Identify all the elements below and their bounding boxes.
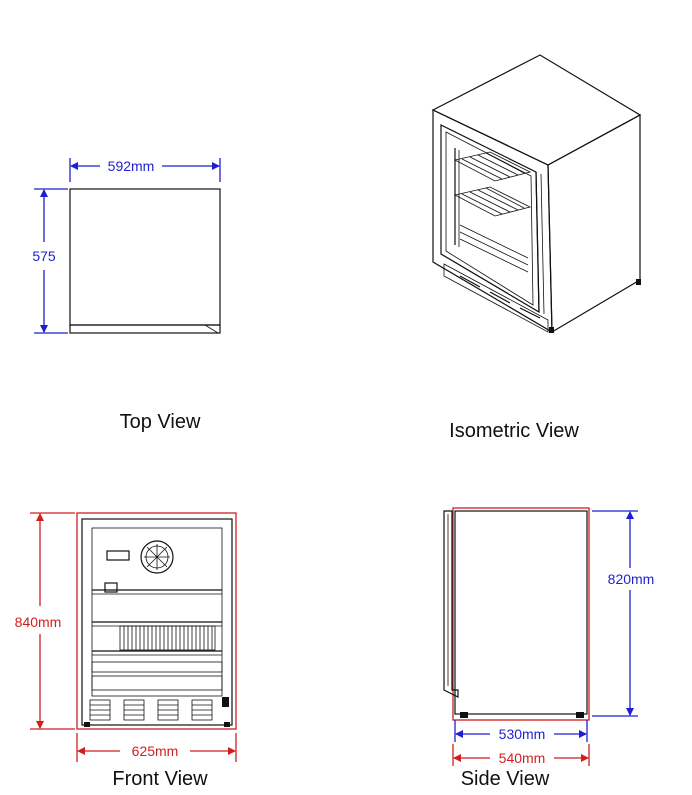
top-view-door-edge xyxy=(69,324,221,334)
front-view-caption: Front View xyxy=(112,768,208,790)
isometric-view: Isometric View xyxy=(431,54,642,442)
side-cabinet xyxy=(454,510,588,715)
side-height-label: 820mm xyxy=(608,571,655,587)
front-cabinet xyxy=(81,518,233,726)
front-fan-icon xyxy=(140,540,174,574)
front-evaporator xyxy=(119,625,216,651)
top-width-label: 592mm xyxy=(108,158,155,174)
top-depth-label: 575 xyxy=(32,248,56,264)
side-door-profile xyxy=(443,510,459,698)
side-view-caption: Side View xyxy=(461,768,550,790)
iso-front-frame xyxy=(432,109,553,334)
side-view: 820mm 530mm 540mm Side View xyxy=(443,507,655,790)
side-depth-outer-label: 540mm xyxy=(499,750,546,766)
front-height-label: 840mm xyxy=(15,614,62,630)
iso-side-face xyxy=(547,113,641,334)
side-outline-red xyxy=(452,507,590,721)
side-depth-inner-label: 530mm xyxy=(499,726,546,742)
iso-shelf-1 xyxy=(453,151,532,182)
top-view-outline xyxy=(69,188,221,326)
iso-top-face xyxy=(431,54,642,166)
front-view: 840mm 625mm Front View xyxy=(15,512,237,790)
front-width-label: 625mm xyxy=(132,743,179,759)
front-outline-red xyxy=(76,512,237,730)
iso-shelf-2 xyxy=(453,186,532,217)
front-display-window xyxy=(106,550,130,561)
top-view-caption: Top View xyxy=(120,411,201,433)
top-view: 592mm 575 Top View xyxy=(32,158,221,433)
isometric-view-caption: Isometric View xyxy=(449,420,579,442)
